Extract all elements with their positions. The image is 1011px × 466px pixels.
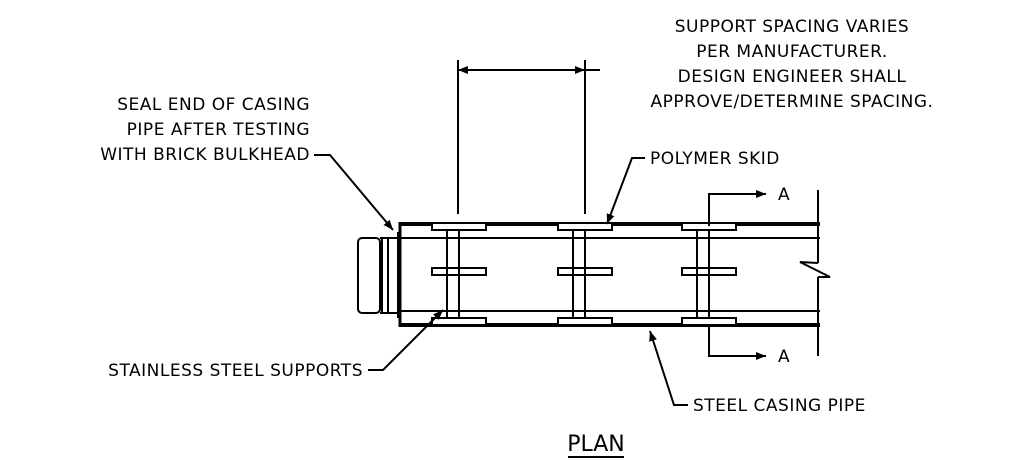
- casing-pipe-label: STEEL CASING PIPE: [693, 396, 866, 416]
- brick-bulkhead-seal: [357, 232, 399, 318]
- spacing-note-line-3: DESIGN ENGINEER SHALL: [678, 67, 907, 87]
- seal-note-line-1: SEAL END OF CASING: [117, 95, 310, 115]
- spacing-dimension: [457, 60, 600, 214]
- section-label-bottom: A: [778, 347, 790, 367]
- support-2: [557, 222, 613, 326]
- polymer-skid-label: POLYMER SKID: [650, 149, 780, 169]
- seal-note-line-3: WITH BRICK BULKHEAD: [100, 145, 310, 165]
- casing-pipe-leader: [649, 330, 688, 406]
- support-spacing-note: SUPPORT SPACING VARIES PER MANUFACTURER.…: [651, 17, 934, 112]
- polymer-skid-leader: [606, 157, 645, 225]
- stainless-supports-label: STAINLESS STEEL SUPPORTS: [108, 361, 363, 381]
- spacing-note-line-4: APPROVE/DETERMINE SPACING.: [651, 92, 934, 112]
- section-label-top: A: [778, 185, 790, 205]
- stainless-supports-leader: [368, 309, 444, 371]
- section-marker-bottom: [708, 325, 766, 360]
- seal-end-note: SEAL END OF CASING PIPE AFTER TESTING WI…: [100, 95, 310, 165]
- seal-note-line-2: PIPE AFTER TESTING: [127, 120, 310, 140]
- spacing-note-line-1: SUPPORT SPACING VARIES: [675, 17, 909, 37]
- seal-note-leader: [314, 154, 394, 231]
- spacing-note-line-2: PER MANUFACTURER.: [696, 42, 888, 62]
- break-line: [799, 190, 831, 356]
- plan-title: PLAN: [567, 432, 625, 457]
- support-1: [431, 222, 487, 326]
- section-marker-top: [708, 190, 766, 226]
